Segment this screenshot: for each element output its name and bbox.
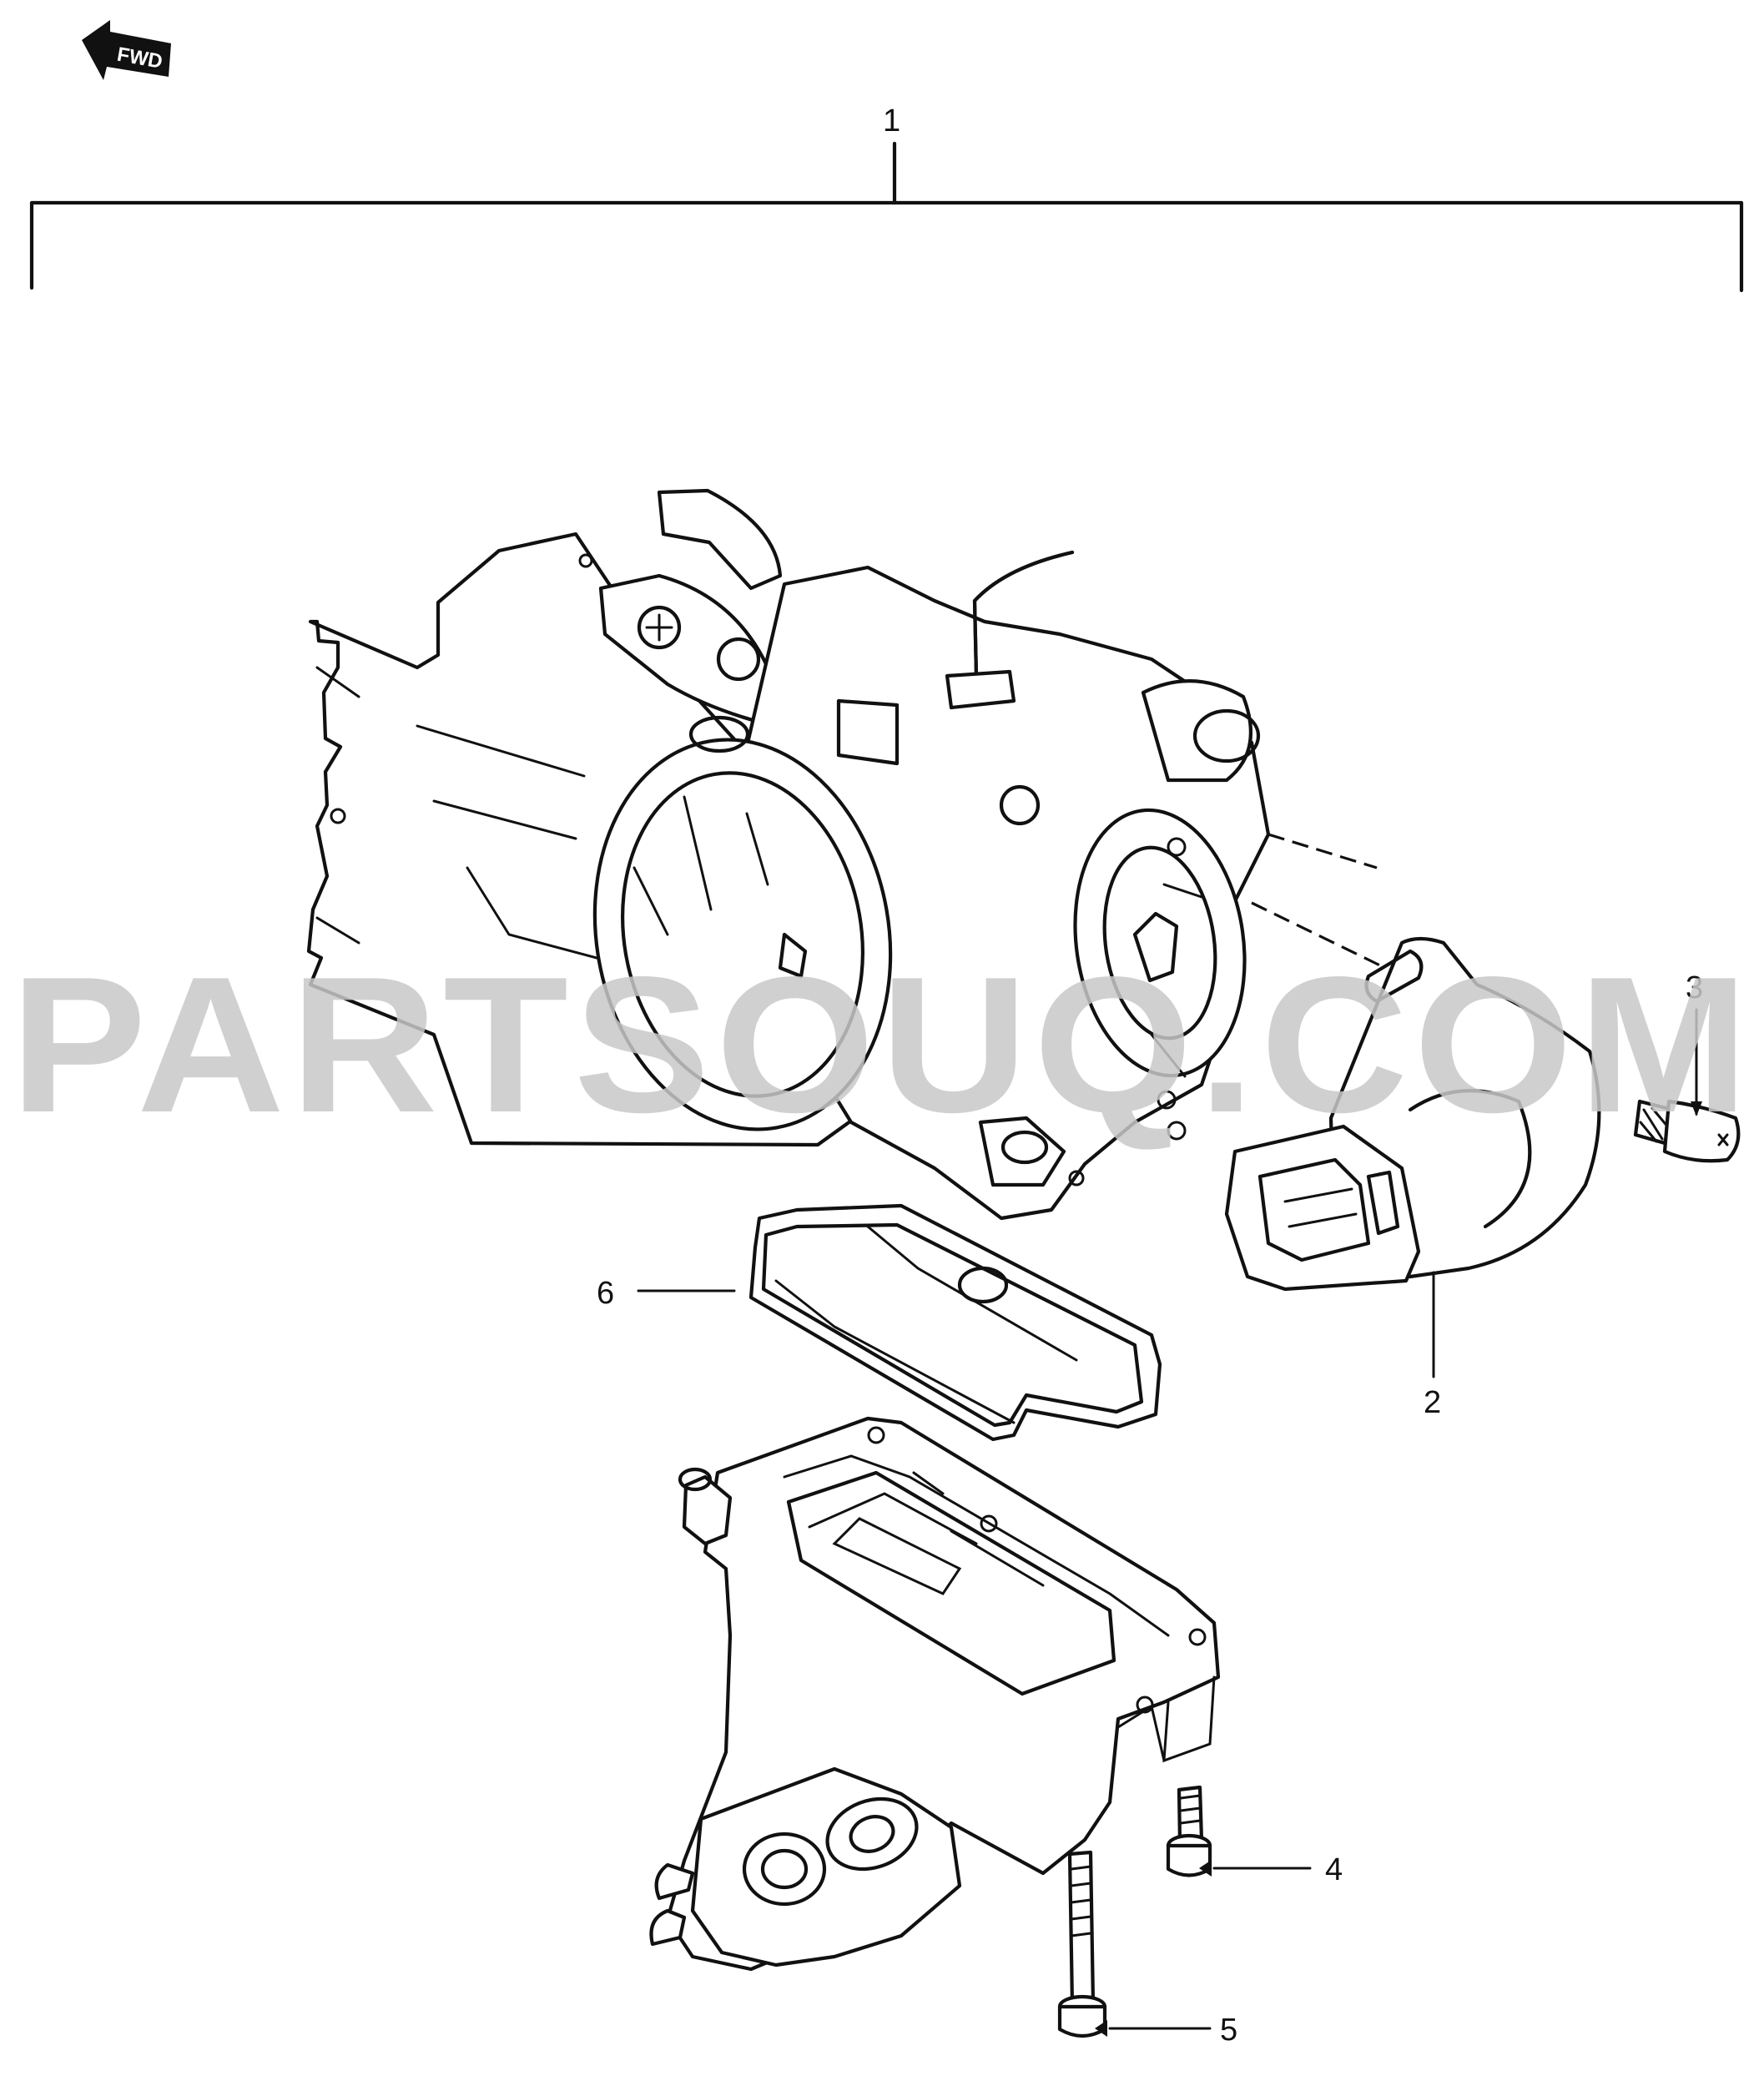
callout-leaders: [637, 1008, 1702, 2037]
fwd-arrow-icon: FWD: [82, 20, 171, 80]
assembly-bracket: [29, 141, 1744, 293]
watermark-text: PARTSOUQ.COM: [10, 937, 1754, 1153]
callout-5-label: 5: [1220, 2013, 1237, 2048]
callout-6-label: 6: [597, 1276, 614, 1311]
part-6-gasket: [748, 1203, 1162, 1442]
callout-3-label: 3: [1686, 970, 1703, 1005]
throttle-body-drawing: [306, 488, 1386, 1221]
callout-2-label: 2: [1424, 1385, 1441, 1420]
part-5-screw: [1057, 1850, 1107, 2038]
part-3-screw: [1633, 1099, 1741, 1163]
idle-air-control-valve-drawing: [649, 1416, 1221, 1972]
callout-1-label: 1: [883, 103, 900, 139]
part-2-throttle-position-sensor: [1224, 936, 1601, 1292]
part-4-screw: [1166, 1785, 1212, 1877]
callout-4-label: 4: [1325, 1852, 1343, 1887]
